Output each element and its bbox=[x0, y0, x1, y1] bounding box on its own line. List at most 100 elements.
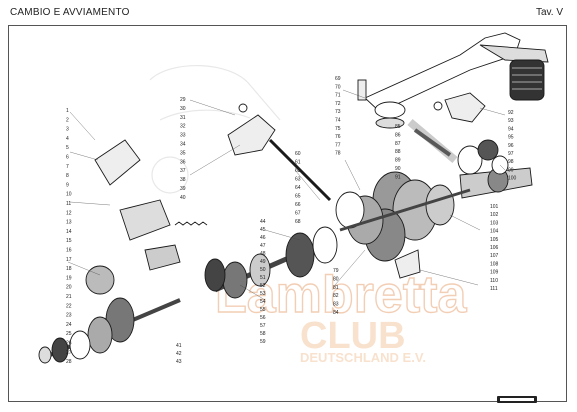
callout-91: 91 bbox=[395, 174, 401, 180]
callout-72: 72 bbox=[335, 101, 341, 107]
callout-89: 89 bbox=[395, 158, 401, 164]
callout-52: 52 bbox=[260, 283, 266, 289]
callout-21: 21 bbox=[66, 294, 72, 300]
callout-73: 73 bbox=[335, 109, 341, 115]
callout-109: 109 bbox=[490, 270, 499, 276]
callout-46: 46 bbox=[260, 235, 266, 241]
bracket-lower-right bbox=[394, 249, 421, 279]
leader-lines bbox=[67, 89, 506, 301]
callout-63: 63 bbox=[295, 177, 301, 183]
callout-32: 32 bbox=[180, 124, 186, 130]
callout-6: 6 bbox=[66, 155, 69, 161]
callout-80: 80 bbox=[333, 276, 339, 282]
callout-numbers: 1234567891011121314151617181920212223242… bbox=[66, 76, 517, 365]
callout-58: 58 bbox=[260, 331, 266, 337]
brand-logo-icon bbox=[497, 396, 537, 403]
callout-39: 39 bbox=[180, 186, 186, 192]
watermark-line2: CLUB bbox=[300, 315, 406, 357]
callout-4: 4 bbox=[66, 136, 69, 142]
callout-85: 85 bbox=[395, 124, 401, 130]
callout-17: 17 bbox=[66, 257, 72, 263]
callout-19: 19 bbox=[66, 275, 72, 281]
callout-96: 96 bbox=[508, 143, 514, 149]
callout-104: 104 bbox=[490, 229, 499, 235]
callout-9: 9 bbox=[66, 182, 69, 188]
callout-57: 57 bbox=[260, 323, 266, 329]
callout-44: 44 bbox=[260, 219, 266, 225]
bracket-right bbox=[433, 92, 486, 123]
callout-107: 107 bbox=[490, 253, 499, 259]
gear-cluster bbox=[335, 171, 471, 262]
center-shaft bbox=[204, 226, 338, 299]
callout-59: 59 bbox=[260, 339, 266, 345]
callout-50: 50 bbox=[260, 267, 266, 273]
callout-37: 37 bbox=[180, 168, 186, 174]
callout-30: 30 bbox=[180, 106, 186, 112]
callout-10: 10 bbox=[66, 192, 72, 198]
lower-left-gearstack bbox=[38, 297, 181, 364]
watermark-line3: DEUTSCHLAND E.V. bbox=[300, 350, 426, 365]
callout-49: 49 bbox=[260, 259, 266, 265]
diagram-frame bbox=[8, 25, 567, 402]
callout-100: 100 bbox=[508, 176, 517, 182]
callout-22: 22 bbox=[66, 303, 72, 309]
callout-40: 40 bbox=[180, 195, 186, 201]
callout-77: 77 bbox=[335, 142, 341, 148]
callout-78: 78 bbox=[335, 151, 341, 157]
callout-36: 36 bbox=[180, 159, 186, 165]
callout-1: 1 bbox=[66, 108, 69, 114]
kickstart-shaft bbox=[407, 118, 458, 164]
callout-67: 67 bbox=[295, 211, 301, 217]
callout-99: 99 bbox=[508, 167, 514, 173]
callout-26: 26 bbox=[66, 341, 72, 347]
callout-38: 38 bbox=[180, 177, 186, 183]
callout-15: 15 bbox=[66, 238, 72, 244]
callout-14: 14 bbox=[66, 229, 72, 235]
callout-94: 94 bbox=[508, 126, 514, 132]
callout-2: 2 bbox=[66, 117, 69, 123]
callout-106: 106 bbox=[490, 245, 499, 251]
callout-55: 55 bbox=[260, 307, 266, 313]
right-shaft bbox=[457, 139, 533, 199]
callout-102: 102 bbox=[490, 212, 499, 218]
callout-62: 62 bbox=[295, 168, 301, 174]
callout-45: 45 bbox=[260, 227, 266, 233]
callout-92: 92 bbox=[508, 110, 514, 116]
callout-11: 11 bbox=[66, 201, 71, 207]
callout-69: 69 bbox=[335, 76, 341, 82]
callout-31: 31 bbox=[180, 115, 186, 121]
callout-81: 81 bbox=[333, 285, 339, 291]
callout-42: 42 bbox=[176, 351, 182, 357]
callout-101: 101 bbox=[490, 204, 499, 210]
callout-27: 27 bbox=[66, 350, 72, 356]
kickstart-lever bbox=[357, 32, 549, 129]
callout-86: 86 bbox=[395, 132, 401, 138]
selector-assembly bbox=[85, 139, 181, 295]
callout-105: 105 bbox=[490, 237, 499, 243]
callout-61: 61 bbox=[295, 160, 301, 166]
callout-20: 20 bbox=[66, 285, 72, 291]
spring bbox=[174, 221, 208, 226]
callout-95: 95 bbox=[508, 135, 514, 141]
callout-53: 53 bbox=[260, 291, 266, 297]
callout-98: 98 bbox=[508, 159, 514, 165]
callout-90: 90 bbox=[395, 166, 401, 172]
callout-3: 3 bbox=[66, 127, 69, 133]
callout-28: 28 bbox=[66, 359, 72, 365]
callout-70: 70 bbox=[335, 84, 341, 90]
callout-97: 97 bbox=[508, 151, 514, 157]
callout-65: 65 bbox=[295, 194, 301, 200]
callout-12: 12 bbox=[66, 210, 72, 216]
callout-76: 76 bbox=[335, 134, 341, 140]
callout-56: 56 bbox=[260, 315, 266, 321]
callout-8: 8 bbox=[66, 173, 69, 179]
callout-25: 25 bbox=[66, 331, 72, 337]
callout-54: 54 bbox=[260, 299, 266, 305]
callout-79: 79 bbox=[333, 268, 339, 274]
callout-71: 71 bbox=[335, 93, 341, 99]
callout-83: 83 bbox=[333, 302, 339, 308]
callout-110: 110 bbox=[490, 278, 498, 284]
callout-5: 5 bbox=[66, 145, 69, 151]
callout-84: 84 bbox=[333, 310, 339, 316]
